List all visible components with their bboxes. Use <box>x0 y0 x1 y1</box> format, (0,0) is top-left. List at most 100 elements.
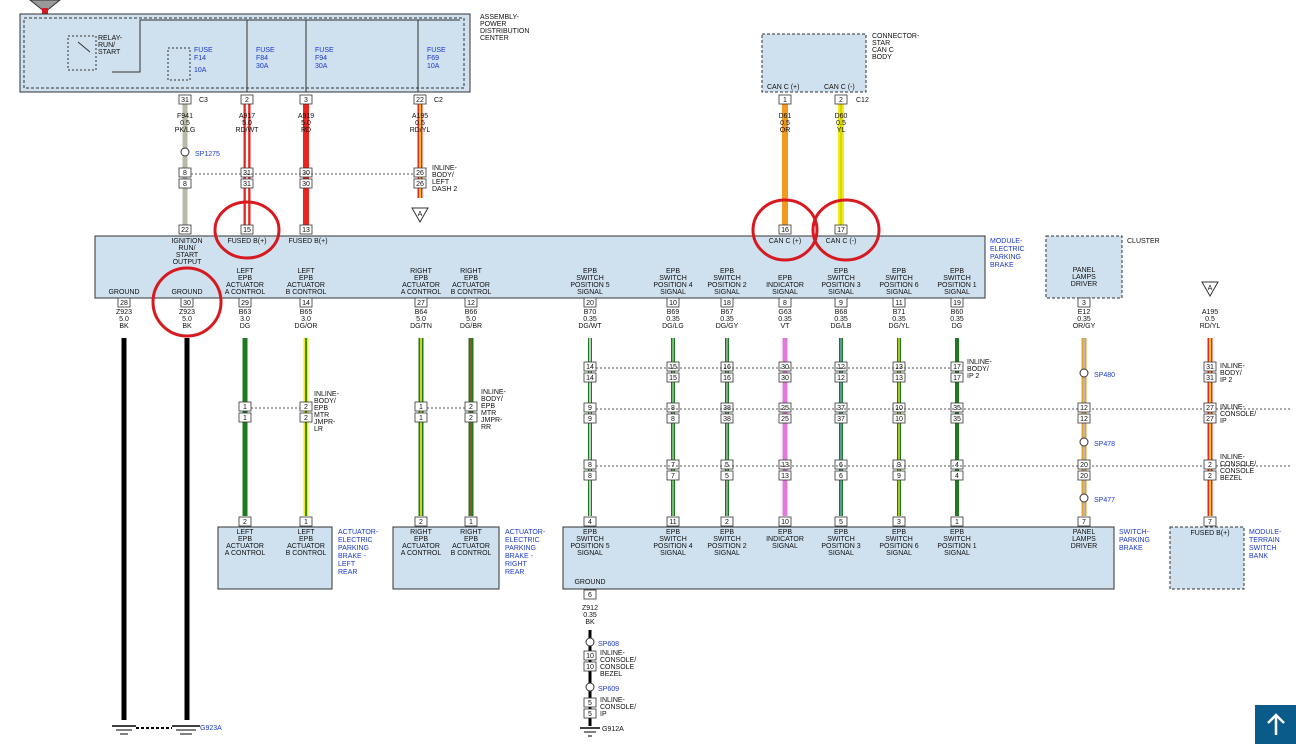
wire-layer <box>121 104 1213 726</box>
pin-label: EPB <box>950 529 964 536</box>
pin-label: POSITION 5 <box>570 543 609 550</box>
pin-number: 15 <box>669 375 677 382</box>
pin-number: 16 <box>723 375 731 382</box>
pin-number: 17 <box>837 227 845 234</box>
pin-box <box>583 372 597 383</box>
pin-label: SWITCH <box>576 536 604 543</box>
pin-box <box>666 361 680 372</box>
pin-box <box>1203 372 1217 383</box>
pin-number: 13 <box>895 375 903 382</box>
pin-box <box>834 297 848 308</box>
inline-label: CONSOLE <box>600 664 635 671</box>
wire-label: DG/BR <box>460 323 482 330</box>
pin-number: 31 <box>243 181 251 188</box>
pin-label: POSITION 1 <box>937 543 976 550</box>
pin-number: 11 <box>669 519 676 526</box>
pin-number: 9 <box>897 462 901 469</box>
pin-box <box>666 459 680 470</box>
splice-icon <box>1079 368 1089 378</box>
splice-icon <box>1079 493 1089 503</box>
svg-text:CAN C (+): CAN C (+) <box>767 84 799 91</box>
pin-box <box>178 167 192 178</box>
wire-label: DG/GY <box>716 323 739 330</box>
switch-ground-label: GROUND <box>574 579 605 586</box>
pin-label: RIGHT <box>460 268 483 275</box>
pin-label: LEFT <box>297 268 315 275</box>
wire-label: VT <box>781 323 791 330</box>
inline-label: BODY/ <box>967 366 989 373</box>
wire-label: DG/OR <box>295 323 318 330</box>
fuse-icon <box>167 47 191 81</box>
pin-number: 30 <box>781 375 789 382</box>
pin-number: 27 <box>1206 416 1214 423</box>
pin-number: 2 <box>245 97 249 104</box>
svg-text:ELECTRIC: ELECTRIC <box>990 246 1025 253</box>
pin-box <box>1077 470 1091 481</box>
inline-label: JMPR- <box>314 419 336 426</box>
inline-label: INLINE- <box>432 165 458 172</box>
ground-g923a: G923A <box>112 725 222 735</box>
wire-label: B68 <box>835 309 848 316</box>
power-distribution-center: ASSEMBLY- POWER DISTRIBUTION CENTER RELA… <box>19 13 529 93</box>
wire-label: 5.0 <box>119 316 129 323</box>
wire-label: YL <box>837 127 846 134</box>
pin-box <box>583 697 597 708</box>
wire-label: DG/TN <box>410 323 432 330</box>
svg-text:MODULE-: MODULE- <box>1249 529 1282 536</box>
wire-label: OR/GY <box>1073 323 1096 330</box>
pin-box <box>720 361 734 372</box>
pin-number: 3 <box>897 519 901 526</box>
wire-label: 0.35 <box>834 316 848 323</box>
pin-number: 2 <box>725 519 729 526</box>
pin-box <box>464 297 478 308</box>
wire-label: RD/YL <box>1200 323 1221 330</box>
label-text: FUSED B(+) <box>227 238 266 245</box>
pin-box <box>892 372 906 383</box>
pin-label: POSITION 5 <box>570 282 609 289</box>
label-text: CAN C (-) <box>826 238 857 245</box>
cluster-module: CLUSTER PANEL LAMPS DRIVER <box>1045 235 1160 299</box>
inline-label: INLINE- <box>481 389 507 396</box>
scroll-to-top-button[interactable] <box>1255 705 1296 744</box>
pin-box <box>583 589 597 600</box>
label-text: C12 <box>856 97 869 104</box>
pin-number: 20 <box>586 300 594 307</box>
pin-label: SIGNAL <box>772 289 798 296</box>
pin-number: 29 <box>241 300 249 307</box>
pin-box <box>414 297 428 308</box>
pin-box <box>238 412 252 423</box>
inline-label: MTR <box>481 410 496 417</box>
wire-label: DG/WT <box>578 323 602 330</box>
pin-number: 30 <box>183 300 191 307</box>
pin-number: 14 <box>302 300 310 307</box>
splice-icon <box>585 682 595 692</box>
wire-label: F941 <box>177 113 193 120</box>
wire-label: D60 <box>835 113 848 120</box>
inline-label: BODY/ <box>314 398 336 405</box>
pin-label: RIGHT <box>460 529 483 536</box>
pin-number: 1 <box>243 404 247 411</box>
pin-label: EPB <box>583 268 597 275</box>
pin-label: POSITION 4 <box>653 543 692 550</box>
pin-label: SIGNAL <box>714 289 740 296</box>
pin-label: ACTUATOR <box>402 543 440 550</box>
pin-box <box>892 470 906 481</box>
pin-box <box>778 297 792 308</box>
pin-label: POSITION 6 <box>879 282 918 289</box>
pin-label: INDICATOR <box>766 282 804 289</box>
svg-text:G912A: G912A <box>602 726 624 733</box>
svg-text:TERRAIN: TERRAIN <box>1249 537 1280 544</box>
svg-text:SWITCH-: SWITCH- <box>1119 529 1150 536</box>
wire-label: 0.35 <box>583 612 597 619</box>
pin-box <box>666 297 680 308</box>
pin-box <box>1077 402 1091 413</box>
pin-box <box>583 650 597 661</box>
highlight-circle-ground <box>151 266 223 338</box>
inline-label: INLINE- <box>1220 404 1246 411</box>
wire-label: 0.5 <box>1205 316 1215 323</box>
wire-label: A917 <box>239 113 255 120</box>
pin-box <box>720 297 734 308</box>
inline-label: INLINE- <box>967 359 993 366</box>
ground-g912a: G912A <box>580 726 624 737</box>
svg-text:PARKING: PARKING <box>1119 537 1150 544</box>
